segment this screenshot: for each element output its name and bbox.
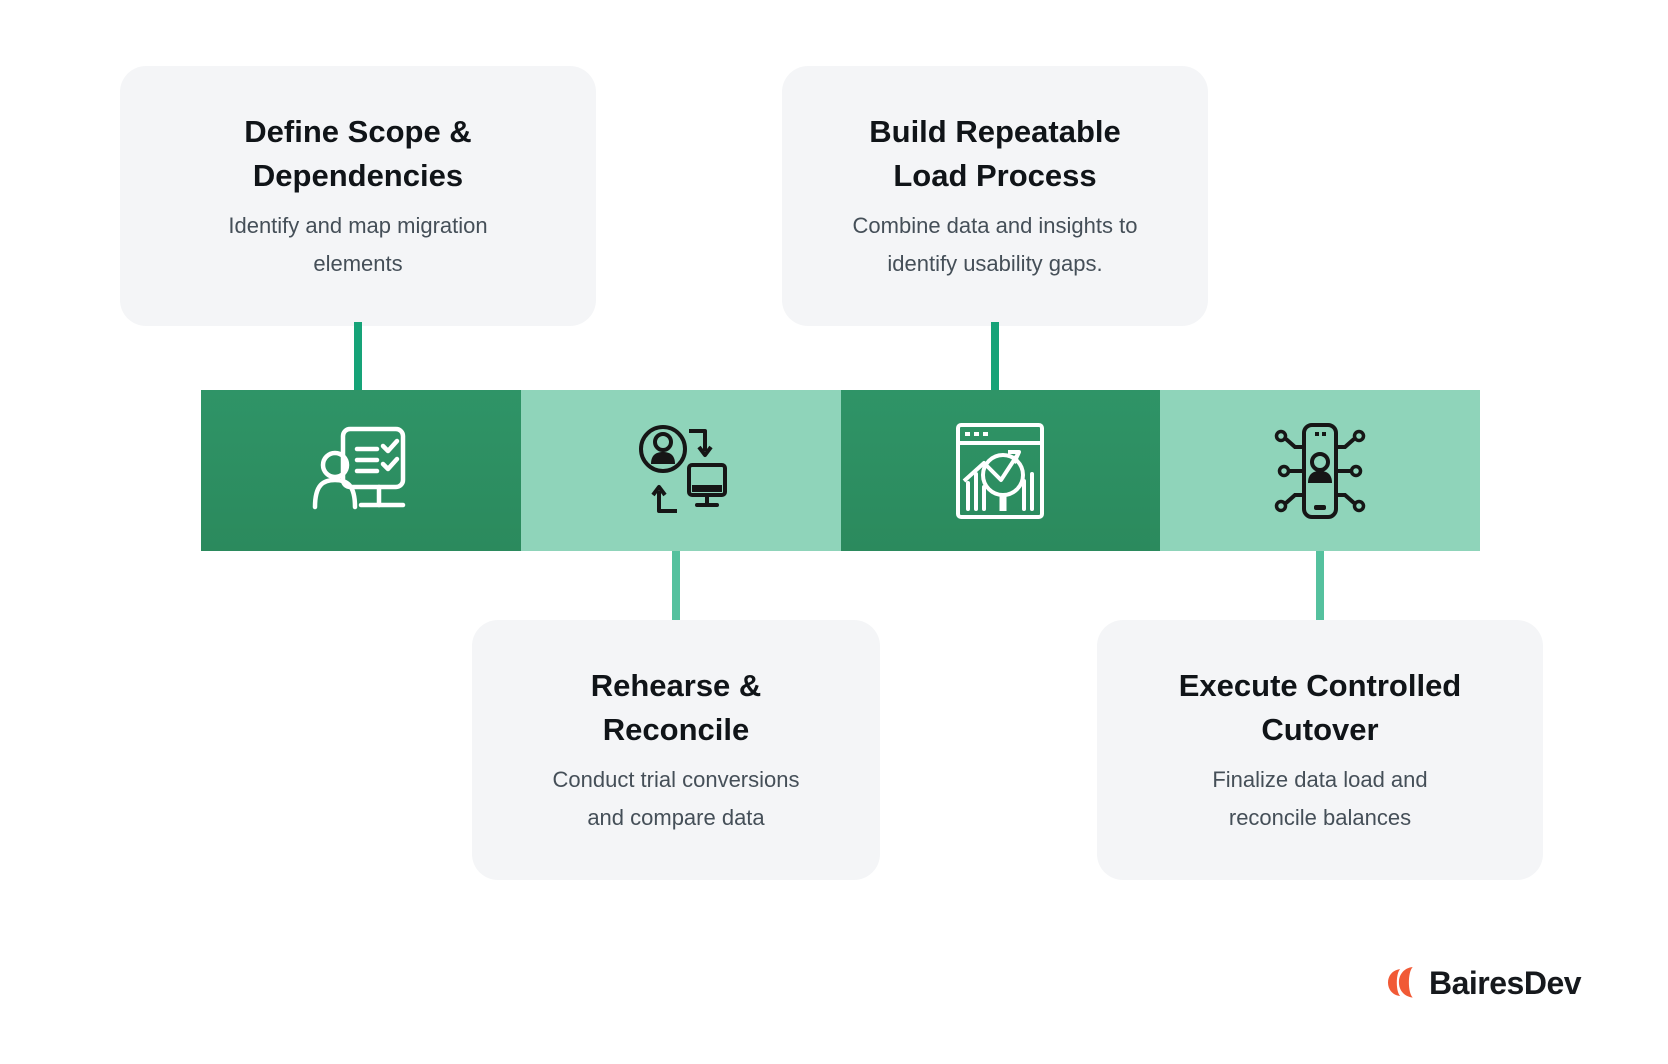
bairesdev-logo-icon: [1388, 967, 1413, 998]
timeline-segment-2: [520, 390, 841, 551]
connector-line: [672, 549, 680, 621]
step-card-build-load-process: Build Repeatable Load Process Combine da…: [782, 66, 1208, 326]
step-title-line: Load Process: [893, 157, 1097, 193]
step-subtitle-line: reconcile balances: [1228, 804, 1412, 830]
step-title-line: Reconcile: [602, 711, 750, 747]
step-title-line: Execute Controlled: [1178, 667, 1462, 703]
user-system-sync-icon: [638, 424, 727, 513]
step-card-execute-cutover: Execute Controlled Cutover Finalize data…: [1097, 620, 1543, 880]
timeline-band: [201, 390, 1480, 551]
step-subtitle: Combine data and insights to identify us…: [853, 207, 1138, 283]
step-subtitle-line: Conduct trial conversions: [552, 766, 800, 792]
connector-line: [1316, 549, 1324, 621]
connector-line: [354, 322, 362, 392]
step-title-line: Define Scope &: [244, 113, 472, 149]
step-title-line: Rehearse &: [590, 667, 762, 703]
step-subtitle-line: Combine data and insights to: [852, 212, 1138, 238]
step-card-rehearse-reconcile: Rehearse & Reconcile Conduct trial conve…: [472, 620, 880, 880]
connected-mobile-user-icon: [1274, 422, 1366, 519]
step-title: Build Repeatable Load Process: [869, 110, 1121, 198]
analytics-window-magnifier-icon: [956, 422, 1045, 519]
step-subtitle-line: elements: [313, 250, 403, 276]
step-card-define-scope: Define Scope & Dependencies Identify and…: [120, 66, 596, 326]
step-title-line: Build Repeatable: [869, 113, 1121, 149]
step-subtitle: Finalize data load and reconcile balance…: [1212, 761, 1427, 837]
bairesdev-logo-text: BairesDev: [1429, 965, 1582, 1001]
step-title: Execute Controlled Cutover: [1179, 664, 1462, 752]
step-title: Define Scope & Dependencies: [244, 110, 471, 198]
step-subtitle-line: Identify and map migration: [228, 212, 488, 238]
step-subtitle-line: Finalize data load and: [1212, 766, 1428, 792]
step-subtitle: Identify and map migration elements: [228, 207, 487, 283]
timeline-segment-3: [840, 390, 1161, 551]
step-subtitle: Conduct trial conversions and compare da…: [552, 761, 799, 837]
step-subtitle-line: and compare data: [587, 804, 765, 830]
step-subtitle-line: identify usability gaps.: [887, 250, 1103, 276]
bairesdev-logo: BairesDev: [1386, 965, 1582, 1001]
person-checklist-monitor-icon: [312, 426, 406, 509]
step-title-line: Cutover: [1261, 711, 1379, 747]
timeline-segment-1: [201, 390, 521, 551]
step-title-line: Dependencies: [252, 157, 464, 193]
timeline-segment-4: [1160, 390, 1480, 551]
connector-line: [991, 322, 999, 392]
step-title: Rehearse & Reconcile: [591, 664, 762, 752]
